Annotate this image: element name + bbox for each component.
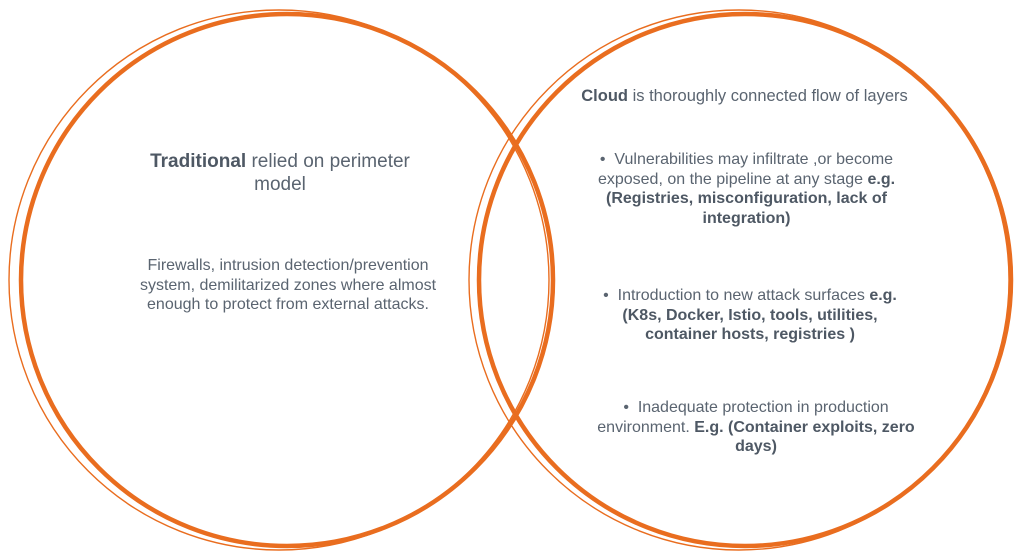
left-circle-ring-outer [8,9,550,551]
bullet-glyph: • [599,151,606,168]
cloud-bullet-pipeline: • Vulnerabilities may infiltrate ,or bec… [584,150,909,228]
traditional-heading-bold: Traditional [150,151,247,172]
cloud-heading-bold: Cloud [581,87,628,105]
cloud-heading: Cloud is thoroughly connected flow of la… [572,86,917,106]
traditional-description: Firewalls, intrusion detection/preventio… [139,257,437,314]
bullet-example: e.g. (K8s, Docker, Istio, tools, utiliti… [622,287,897,344]
cloud-bullet-attack-surfaces: • Introduction to new attack surfaces e.… [590,286,910,345]
left-circle-ring-main [18,11,556,549]
right-circle [468,9,1014,551]
bullet-glyph: • [603,287,609,304]
right-circle-ring-main [476,11,1014,549]
bullet-text: Inadequate protection in production envi… [597,399,889,436]
traditional-heading-rest: relied on perimeter model [246,151,410,196]
cloud-heading-rest: is thoroughly connected flow of layers [628,87,908,105]
bullet-glyph: • [623,399,629,416]
bullet-text: Introduction to new attack surfaces [617,287,870,304]
bullet-example: E.g. (Container exploits, zero days) [694,418,915,456]
traditional-heading: Traditional relied on perimeter model [150,150,410,196]
bullet-text: Vulnerabilities may infiltrate ,or becom… [597,151,894,188]
left-circle [8,9,556,551]
bullet-example: e.g. (Registries, misconfiguration, lack… [606,170,896,227]
cloud-bullet-production: • Inadequate protection in production en… [596,398,916,457]
